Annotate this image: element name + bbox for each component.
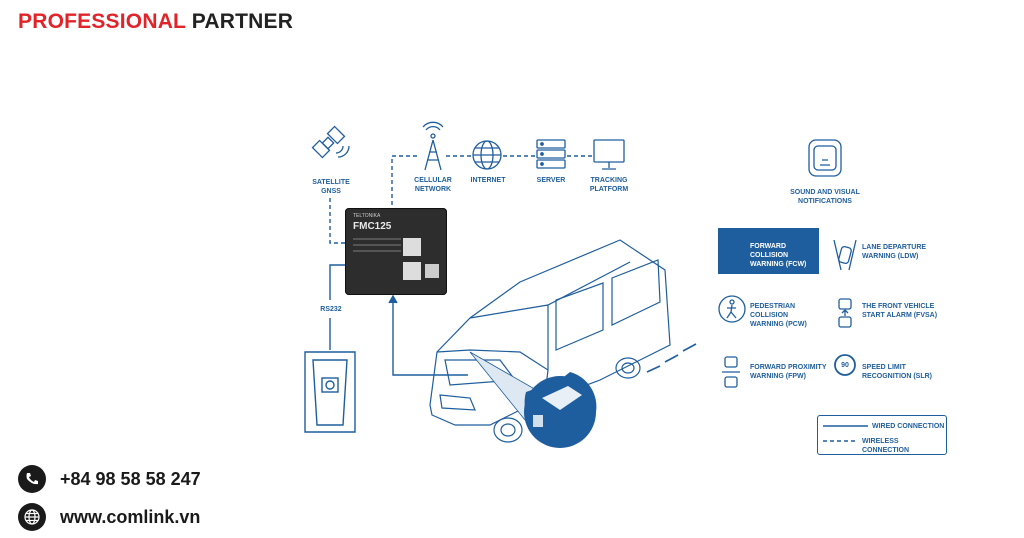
server-icon: [536, 139, 566, 169]
notifications-label: SOUND AND VISUAL NOTIFICATIONS: [790, 189, 860, 205]
tracking-label: TRACKING PLATFORM: [589, 177, 629, 193]
server-label: SERVER: [536, 177, 566, 184]
road-dashes: [646, 343, 697, 373]
cell-tower-icon: [422, 121, 444, 171]
lane-icon: [833, 239, 857, 271]
tracker-device: TELTONIKA FMC125: [345, 208, 447, 295]
feature-ldw-label: LANE DEPARTURE WARNING (LDW): [862, 244, 927, 260]
wireless-line-top: [391, 155, 592, 205]
satellite-label: SATELLITE GNSS: [312, 179, 350, 195]
fcw-highlight-box: [718, 228, 819, 274]
speed-limit-icon: [834, 354, 856, 376]
feature-pcw-label: PEDESTRIAN COLLISION WARNING (PCW): [750, 303, 807, 328]
front-vehicle-icon: [838, 298, 852, 328]
speed-limit-value: 90: [841, 362, 849, 369]
website-link[interactable]: www.comlink.vn: [60, 506, 201, 527]
cellular-label: CELLULAR NETWORK: [414, 177, 452, 193]
brand-title: PROFESSIONAL PARTNER: [18, 10, 293, 34]
phone-icon: [18, 465, 46, 493]
satellite-icon: [311, 125, 350, 159]
wireless-line-satellite: [329, 198, 345, 244]
van-illustration: [429, 239, 671, 443]
feature-fpw-label: FORWARD PROXIMITY WARNING (FPW): [750, 364, 827, 380]
proximity-icon: [722, 356, 740, 388]
legend-wireless-label: WIRELESS CONNECTION: [862, 438, 910, 454]
notification-device-icon: [808, 139, 842, 177]
feature-slr-label: SPEED LIMIT RECOGNITION (SLR): [862, 364, 932, 380]
monitor-icon: [593, 139, 625, 170]
feature-fvsa-label: THE FRONT VEHICLE START ALARM (FVSA): [862, 303, 938, 319]
device-brand: TELTONIKA: [353, 213, 381, 219]
qr-code-icon-2: [403, 262, 421, 280]
contact-phone[interactable]: +84 98 58 58 247: [18, 465, 201, 493]
brand-title-dark: PARTNER: [191, 10, 294, 33]
rs232-display-icon: [304, 351, 356, 433]
internet-label: INTERNET: [470, 177, 506, 184]
legend-wired-label: WIRED CONNECTION: [872, 423, 945, 430]
globe-icon: [472, 140, 502, 170]
globe-contact-icon: [18, 503, 46, 531]
arrow-up-icon: [388, 294, 398, 304]
legend-box: [817, 415, 947, 455]
feature-fcw-label: FORWARD COLLISION WARNING (FCW): [750, 243, 807, 268]
rs232-label: RS232: [320, 306, 342, 313]
wired-line-camera: [392, 298, 468, 376]
barcode-icon: [425, 264, 439, 278]
qr-code-icon: [403, 238, 421, 256]
brand-title-red: PROFESSIONAL: [18, 10, 186, 33]
wired-line-rs232: [329, 264, 345, 350]
pedestrian-icon: [718, 295, 746, 323]
contact-website[interactable]: www.comlink.vn: [18, 503, 200, 531]
phone-number[interactable]: +84 98 58 58 247: [60, 468, 201, 489]
device-model: FMC125: [353, 221, 392, 232]
camera-zoom-circle: [524, 372, 597, 448]
